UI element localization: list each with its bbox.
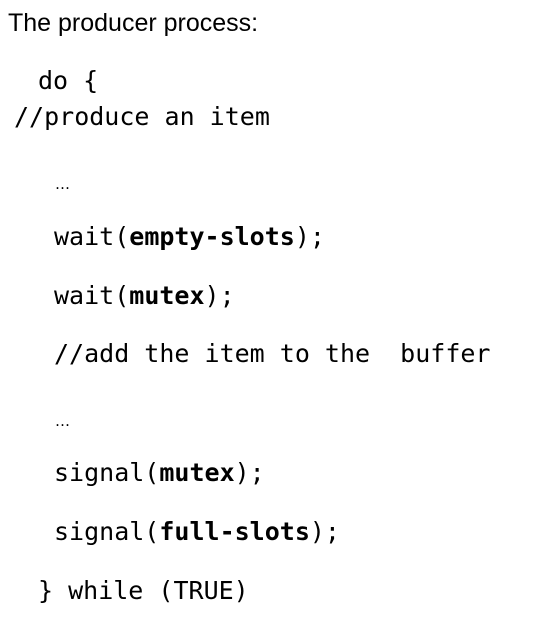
signal-call: signal( [54, 458, 160, 487]
produce-item-comment: //produce an item [14, 102, 270, 131]
add-item-comment: //add the item to the buffer [54, 339, 491, 368]
wait-call: wait( [54, 222, 130, 251]
mutex-arg: mutex [159, 458, 235, 487]
wait-call: wait( [54, 281, 130, 310]
ellipsis-1: … [55, 175, 70, 193]
signal-full-slots-line: signal(full-slots); [54, 515, 340, 549]
call-end: ); [234, 458, 265, 487]
signal-mutex-line: signal(mutex); [54, 456, 265, 490]
ellipsis-2: … [55, 412, 70, 430]
full-slots-arg: full-slots [159, 517, 310, 546]
call-end: ); [294, 222, 325, 251]
empty-slots-arg: empty-slots [129, 222, 295, 251]
call-end: ); [309, 517, 340, 546]
call-end: ); [204, 281, 235, 310]
wait-empty-slots-line: wait(empty-slots); [54, 220, 325, 254]
wait-mutex-line: wait(mutex); [54, 279, 235, 313]
page-title: The producer process: [8, 9, 259, 37]
while-loop-close: } while (TRUE) [38, 576, 249, 605]
do-loop-open: do { [38, 66, 99, 95]
mutex-arg: mutex [129, 281, 205, 310]
signal-call: signal( [54, 517, 160, 546]
